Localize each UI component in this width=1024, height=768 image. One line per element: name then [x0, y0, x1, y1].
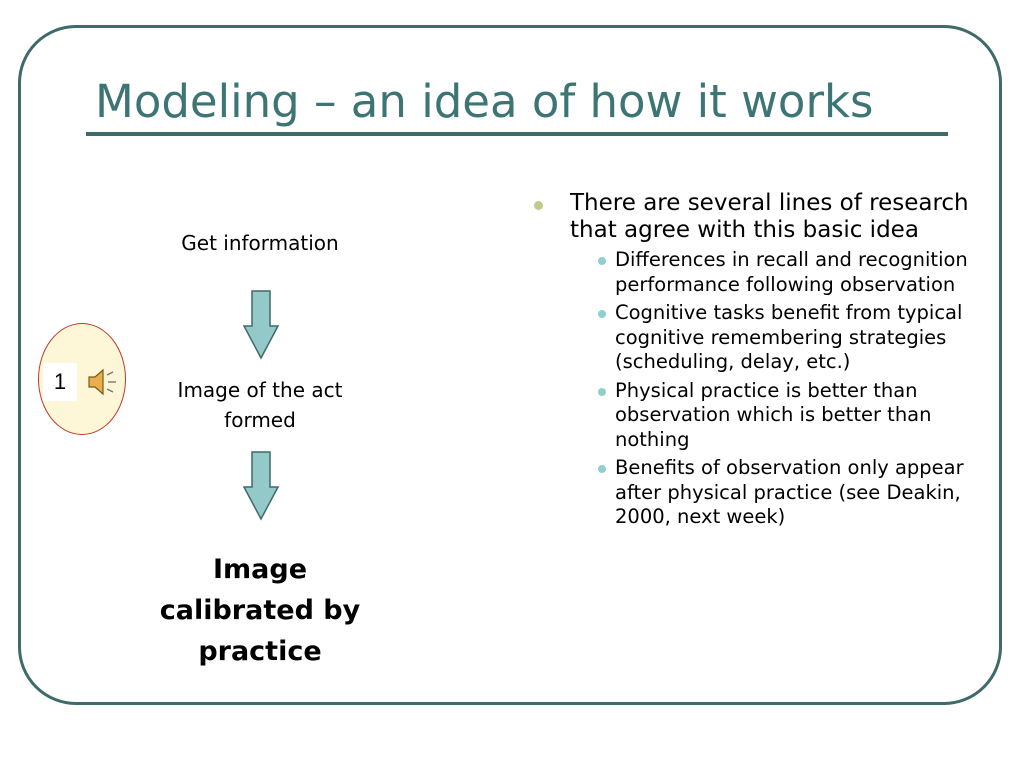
- sub-bullet-text: Cognitive tasks benefit from typical cog…: [615, 301, 963, 373]
- sub-bullet-dot-icon: [598, 387, 606, 396]
- flow-step-image-calibrated: Image calibrated by practice: [159, 554, 361, 667]
- slide-frame: [18, 25, 1002, 705]
- sub-bullet: Differences in recall and recognition pe…: [570, 248, 970, 297]
- bullet-dot-icon: [534, 201, 543, 210]
- bullet-list: There are several lines of research that…: [530, 190, 970, 534]
- down-arrow-icon: [243, 290, 279, 360]
- slide-title: Modeling – an idea of how it works: [95, 75, 874, 128]
- down-arrow-icon: [243, 451, 279, 521]
- sub-bullet: Benefits of observation only appear afte…: [570, 456, 970, 530]
- sub-bullet: Cognitive tasks benefit from typical cog…: [570, 301, 970, 375]
- sub-bullet-dot-icon: [598, 465, 606, 473]
- speaker-icon[interactable]: [86, 366, 120, 398]
- flow-step-get-information: Get information: [181, 231, 339, 255]
- sub-bullet-text: Benefits of observation only appear afte…: [615, 456, 964, 528]
- title-underline: [86, 132, 948, 136]
- sub-bullet-list: Differences in recall and recognition pe…: [570, 248, 970, 530]
- sub-bullet: Physical practice is better than observa…: [570, 379, 970, 453]
- sub-bullet-text: Differences in recall and recognition pe…: [615, 248, 968, 296]
- main-bullet: There are several lines of research that…: [530, 190, 970, 530]
- sub-bullet-dot-icon: [598, 310, 606, 318]
- main-bullet-text: There are several lines of research that…: [570, 190, 969, 243]
- flow-step-image-formed: Image of the act formed: [177, 378, 343, 432]
- sub-bullet-text: Physical practice is better than observa…: [615, 378, 932, 451]
- sub-bullet-dot-icon: [598, 257, 606, 265]
- audio-badge-number: 1: [43, 363, 77, 401]
